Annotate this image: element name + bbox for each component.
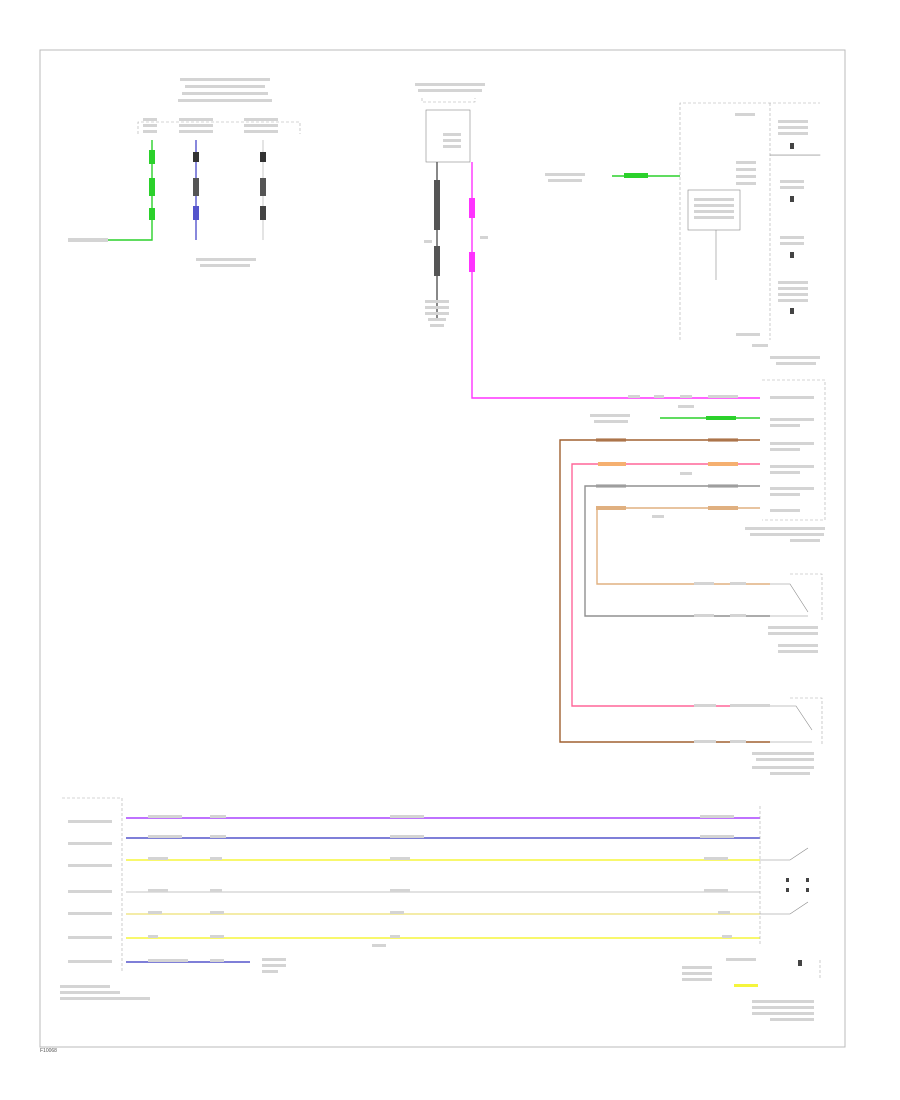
wire-green-ground (108, 140, 153, 241)
bottom-module (60, 797, 821, 1021)
wire-tan (596, 507, 770, 585)
wire-magenta (471, 162, 760, 399)
top-middle-component (415, 83, 760, 399)
seat-belt-harness (559, 379, 826, 743)
wire-brown (559, 439, 770, 743)
footer-code: F10068 (40, 1048, 57, 1054)
wire-pink (571, 463, 770, 707)
seat-belt-switches (694, 573, 823, 775)
diagram-frame (39, 49, 846, 1048)
top-left-component (68, 78, 301, 267)
wire-gray (584, 485, 770, 617)
instrument-cluster (545, 102, 821, 365)
